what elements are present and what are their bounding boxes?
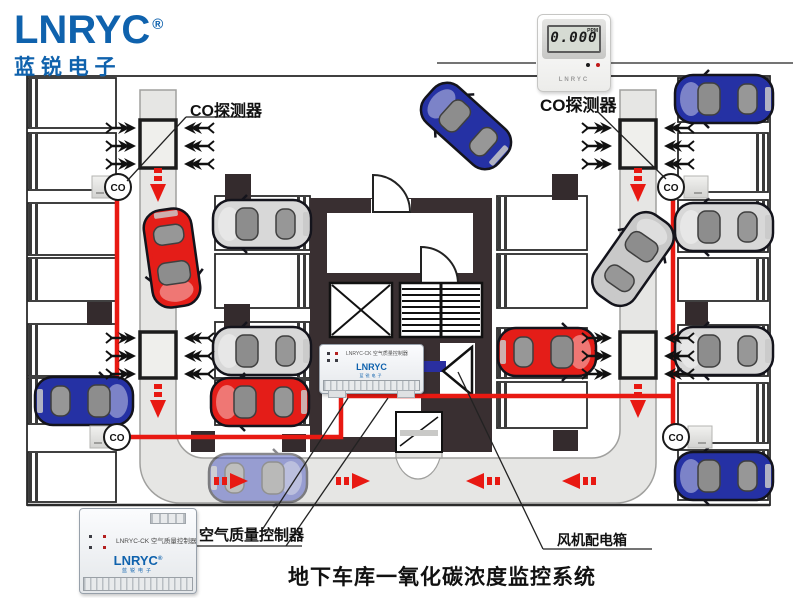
duct-intake-box bbox=[618, 330, 658, 380]
power-led bbox=[586, 63, 590, 67]
co-detector-leds bbox=[586, 63, 600, 67]
label-fan-power-box: 风机配电箱 bbox=[557, 532, 627, 548]
svg-text:CO: CO bbox=[110, 433, 125, 444]
controller-model-label: LNRYC-CK 空气质量控制器 bbox=[116, 538, 197, 545]
controller-top-terminals bbox=[150, 513, 186, 524]
controller-leds bbox=[327, 352, 341, 362]
controller-brand-sub: 蓝锐电子 bbox=[121, 568, 154, 574]
car-blue-parked bbox=[33, 370, 135, 432]
brand-logo: LNRYC® 蓝 锐 电 子 bbox=[14, 4, 189, 81]
brand-logo-text: LNRYC® bbox=[14, 8, 164, 52]
car-blue-driving bbox=[408, 70, 524, 182]
co-sensor-right-bottom: CO bbox=[662, 423, 713, 451]
registered-mark: ® bbox=[152, 16, 164, 33]
controller-terminals bbox=[83, 577, 193, 591]
co-sensor-left-top: CO bbox=[91, 173, 132, 201]
diagram-title: 地下车库一氧化碳浓度监控系统 bbox=[288, 566, 596, 589]
co-reading-unit: PPM bbox=[587, 28, 598, 34]
co-reading-value: 0.000 bbox=[550, 30, 598, 46]
exhaust-fan-icon bbox=[441, 344, 474, 398]
co-detector-brand: LNRYC bbox=[558, 77, 590, 83]
co-sensor-left-bottom: CO bbox=[89, 423, 131, 451]
controller-model-label: LNRYC-CK 空气质量控制器 bbox=[346, 351, 408, 357]
controller-brand: LNRYC bbox=[356, 362, 387, 372]
duct-intake-box bbox=[618, 118, 658, 170]
brand-logo-chinese: 蓝 锐 电 子 bbox=[14, 56, 116, 79]
label-co-detector-left: CO探测器 bbox=[190, 103, 263, 120]
controller-terminals bbox=[323, 380, 420, 391]
fan-cable bbox=[418, 361, 446, 372]
co-detector-head: 0.000 PPM bbox=[542, 19, 606, 59]
door-leaf-inner bbox=[420, 245, 460, 285]
co-detector-device: 0.000 PPM LNRYC bbox=[537, 14, 611, 92]
alarm-led bbox=[596, 63, 600, 67]
co-detector-lcd: 0.000 PPM bbox=[547, 25, 601, 53]
door-leaf-top bbox=[372, 173, 412, 213]
car-silver-parked bbox=[211, 320, 313, 382]
car-red-parked bbox=[496, 321, 598, 383]
fan-damper bbox=[395, 411, 443, 453]
controller-foot bbox=[328, 390, 346, 398]
co-sensor-right-top: CO bbox=[657, 173, 709, 201]
car-blue-parked bbox=[673, 68, 775, 130]
car-silver-parked bbox=[673, 196, 775, 258]
label-co-detector-right: CO探测器 bbox=[540, 96, 617, 115]
duct-intake-box bbox=[138, 330, 178, 380]
duct-u-shape bbox=[139, 89, 657, 504]
callout-lines bbox=[126, 62, 793, 550]
parking-spots-inner-right-column bbox=[496, 195, 588, 429]
controller-leds bbox=[89, 535, 111, 549]
elevator-shaft bbox=[328, 281, 394, 339]
car-red-parked bbox=[209, 371, 311, 433]
co-sensors: CO CO CO CO bbox=[89, 173, 713, 451]
label-air-quality-controller: 空气质量控制器 bbox=[199, 527, 305, 544]
plan-boundary bbox=[26, 75, 771, 507]
air-quality-controller-device: LNRYC-CK 空气质量控制器 LNRYC 蓝锐电子 bbox=[319, 344, 424, 398]
air-quality-controller-product: LNRYC-CK 空气质量控制器 LNRYC® 蓝锐电子 bbox=[79, 508, 197, 594]
controller-brand: LNRYC® bbox=[113, 553, 163, 568]
car-blue-parked bbox=[673, 445, 775, 507]
svg-text:CO: CO bbox=[669, 433, 684, 444]
svg-text:CO: CO bbox=[111, 183, 126, 194]
controller-foot bbox=[397, 390, 415, 398]
controller-brand-sub: 蓝锐电子 bbox=[359, 373, 384, 378]
stairwell bbox=[398, 281, 484, 339]
duct-branch-notch bbox=[395, 457, 441, 480]
svg-text:CO: CO bbox=[664, 183, 679, 194]
car-silver-turning bbox=[579, 200, 687, 318]
building-core bbox=[310, 173, 492, 453]
car-silver-parked bbox=[211, 193, 313, 255]
